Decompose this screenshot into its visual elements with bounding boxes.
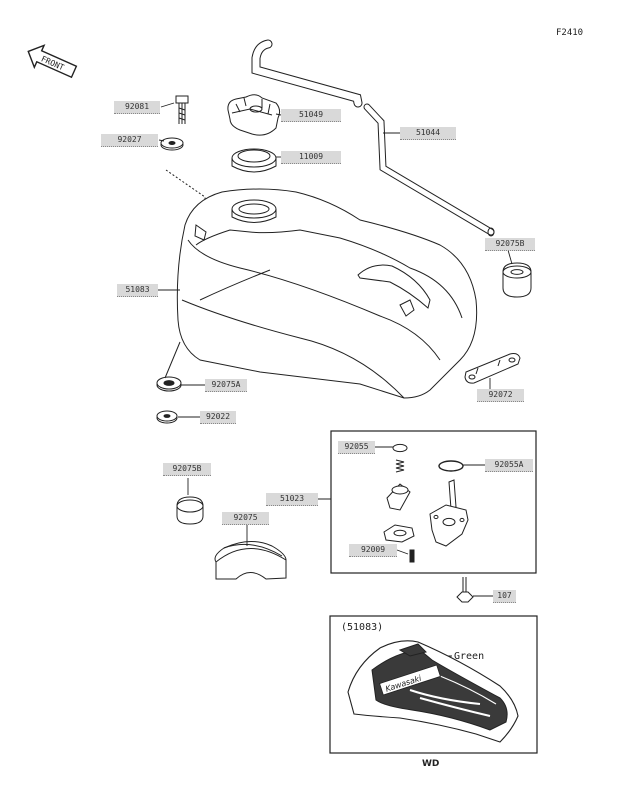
gasket-11009 — [231, 148, 277, 173]
o-ring-92055 — [392, 443, 408, 453]
part-label-51044: 51044 — [400, 127, 456, 140]
inset-caption: WD — [422, 759, 440, 769]
spring — [395, 459, 405, 473]
part-label-51083: 51083 — [117, 284, 158, 297]
part-label-51049: 51049 — [281, 109, 341, 122]
part-label-92072: 92072 — [477, 389, 524, 402]
inset-box — [329, 615, 538, 754]
part-label-92022: 92022 — [200, 411, 236, 424]
fuel-tank-51083 — [176, 188, 478, 399]
part-label-92027: 92027 — [101, 134, 158, 147]
inset-color-label: Green — [454, 651, 485, 662]
collar-92075b-upper — [502, 262, 532, 298]
fuel-cap-51049 — [227, 94, 281, 136]
breather-hose — [251, 39, 495, 237]
front-arrow-icon: FRONT — [27, 44, 78, 79]
part-label-92081: 92081 — [114, 101, 160, 114]
part-label-107: 107 — [493, 590, 516, 603]
figure-code: F2410 — [556, 28, 584, 38]
fuel-valve-parts — [383, 479, 469, 563]
damper-92075a — [156, 341, 182, 392]
part-label-92075: 92075 — [222, 512, 269, 525]
part-label-11009: 11009 — [281, 151, 341, 164]
bracket-92072 — [464, 353, 521, 384]
screw-107 — [456, 577, 474, 603]
part-label-92075a: 92075A — [205, 379, 247, 392]
part-label-92009: 92009 — [349, 544, 397, 557]
damper-92075 — [214, 541, 287, 580]
o-ring-92055a — [438, 460, 464, 472]
tank-decal: Kawasaki — [347, 640, 519, 743]
inset-reference: (51083) — [341, 622, 384, 633]
collar-92075b-lower — [176, 496, 204, 525]
part-label-92055: 92055 — [338, 441, 375, 454]
washer-92027 — [160, 137, 207, 233]
part-label-92075b-upper: 92075B — [485, 238, 535, 251]
fuel-cock-box — [330, 430, 537, 574]
leader-lines — [158, 102, 513, 657]
washer-92022 — [156, 410, 178, 424]
part-label-92075b-lower: 92075B — [163, 463, 211, 476]
part-label-92055a: 92055A — [485, 459, 533, 472]
bolt-92081 — [175, 95, 189, 124]
part-label-51023: 51023 — [266, 493, 318, 506]
